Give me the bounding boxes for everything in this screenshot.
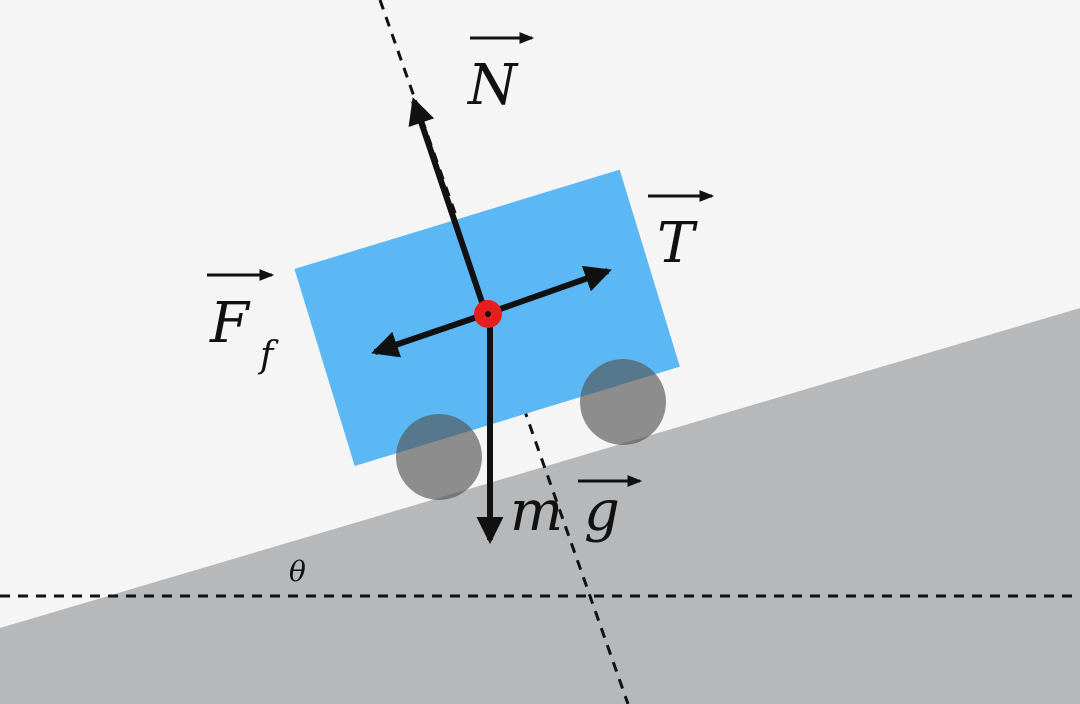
tension-label: T	[648, 190, 715, 276]
gravity-symbol: g	[584, 479, 620, 544]
incline-plane	[0, 308, 1080, 704]
rear-wheel	[396, 414, 482, 500]
friction-symbol: F	[209, 291, 251, 356]
friction-arrow	[371, 311, 487, 358]
front-wheel	[580, 359, 666, 445]
normal-force-label: N	[466, 32, 535, 118]
weight-label: m g	[510, 475, 643, 544]
normal-force-arrow	[408, 97, 489, 315]
normal-force-symbol: N	[466, 53, 519, 118]
tension-symbol: T	[657, 211, 698, 276]
mass-symbol: m	[510, 479, 563, 544]
incline-angle-label: θ	[289, 555, 306, 588]
center-of-mass-dot	[485, 311, 491, 317]
tension-arrow	[485, 265, 612, 317]
